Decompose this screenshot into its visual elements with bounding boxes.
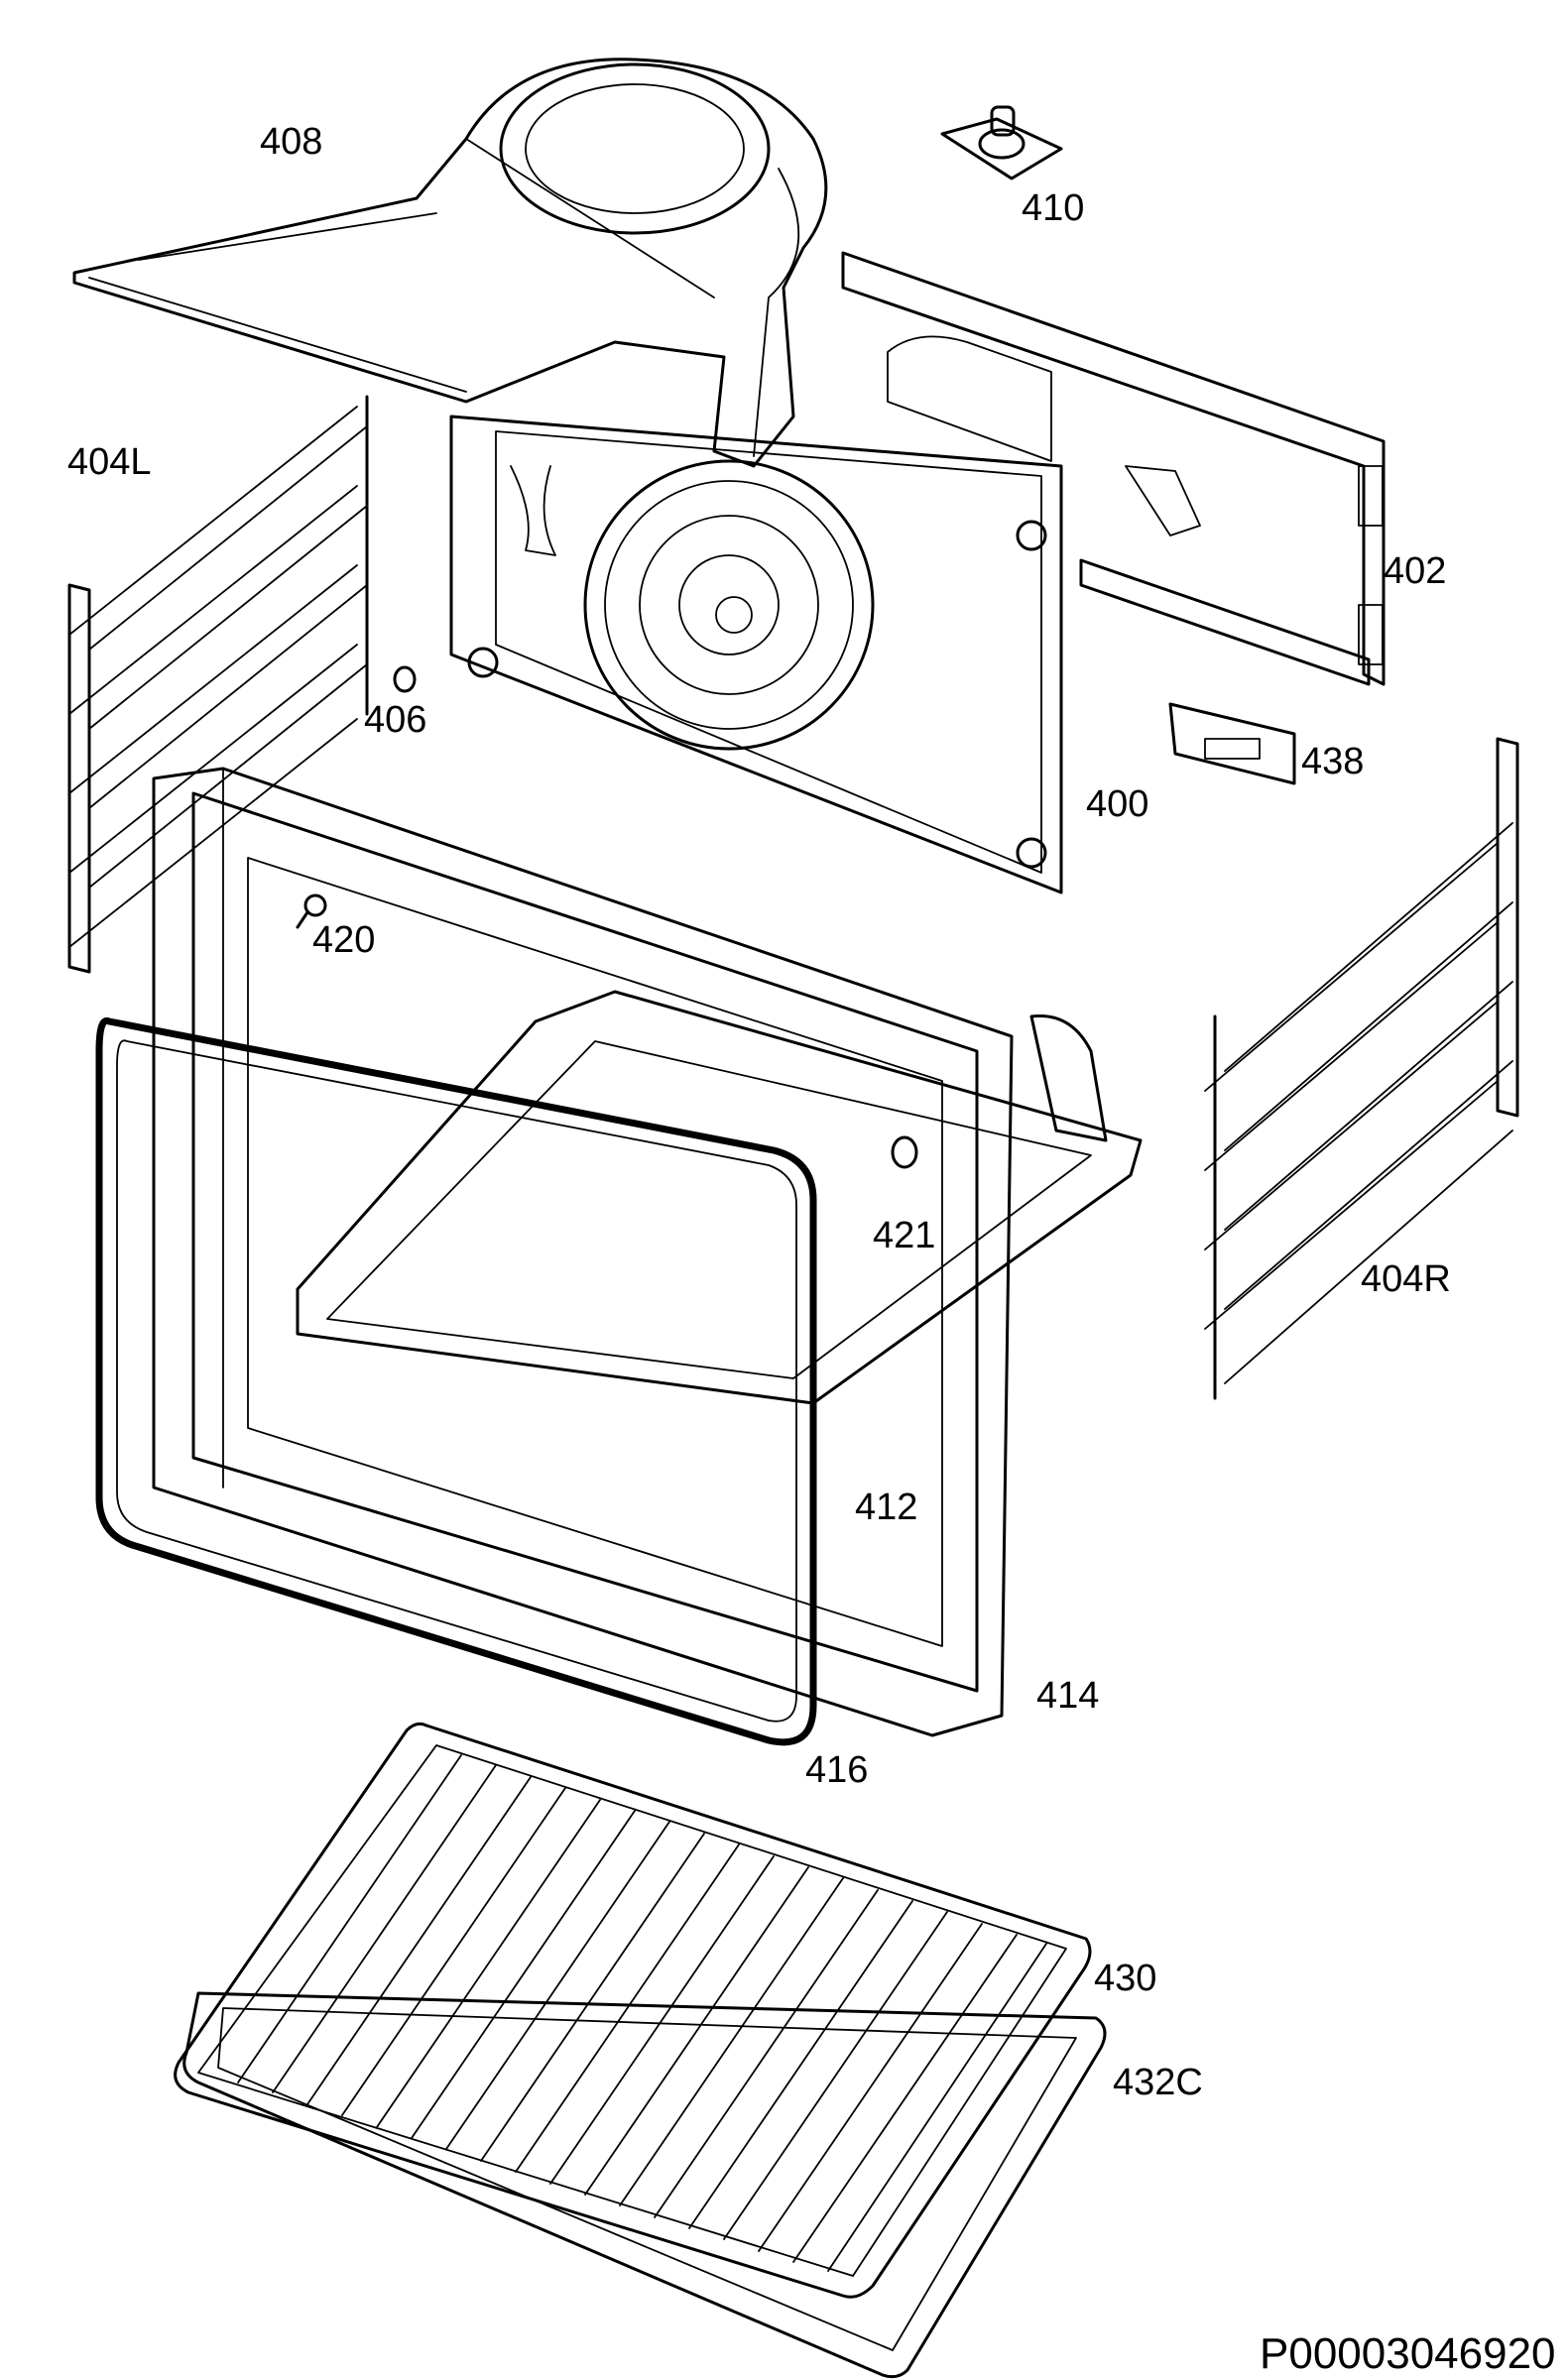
label-416: 416	[805, 1749, 868, 1791]
screw-421-part	[891, 1135, 918, 1169]
label-408: 408	[260, 121, 322, 163]
label-432C: 432C	[1113, 2062, 1203, 2103]
label-400: 400	[1086, 783, 1148, 825]
screw-420-part	[296, 893, 327, 929]
wire-shelf-part	[174, 1722, 1092, 2299]
label-430: 430	[1094, 1958, 1156, 1999]
screw-406-part	[393, 665, 417, 693]
label-438: 438	[1301, 741, 1364, 782]
label-421: 421	[873, 1215, 935, 1256]
rear-panel-part	[449, 415, 1063, 894]
label-414: 414	[1036, 1675, 1099, 1717]
label-404R: 404R	[1361, 1258, 1451, 1300]
clip-438-part	[1168, 702, 1296, 785]
label-406: 406	[364, 699, 426, 741]
rear-bracket-part	[841, 251, 1386, 686]
door-gasket-part	[95, 1016, 817, 1746]
fan-cover-part	[72, 58, 828, 468]
lamp-holder-part	[940, 105, 1063, 180]
label-410: 410	[1022, 187, 1084, 229]
label-404L: 404L	[67, 441, 152, 483]
document-code: P00003046920	[1260, 2329, 1556, 2378]
oven-cavity-part	[296, 990, 1143, 1405]
shelf-support-right-part	[1204, 737, 1519, 1400]
label-402: 402	[1384, 550, 1446, 592]
label-420: 420	[312, 919, 375, 961]
shelf-support-left-part	[67, 395, 369, 974]
baking-tray-part	[182, 1991, 1107, 2379]
label-412: 412	[855, 1487, 917, 1528]
front-frame-part	[152, 767, 1014, 1737]
